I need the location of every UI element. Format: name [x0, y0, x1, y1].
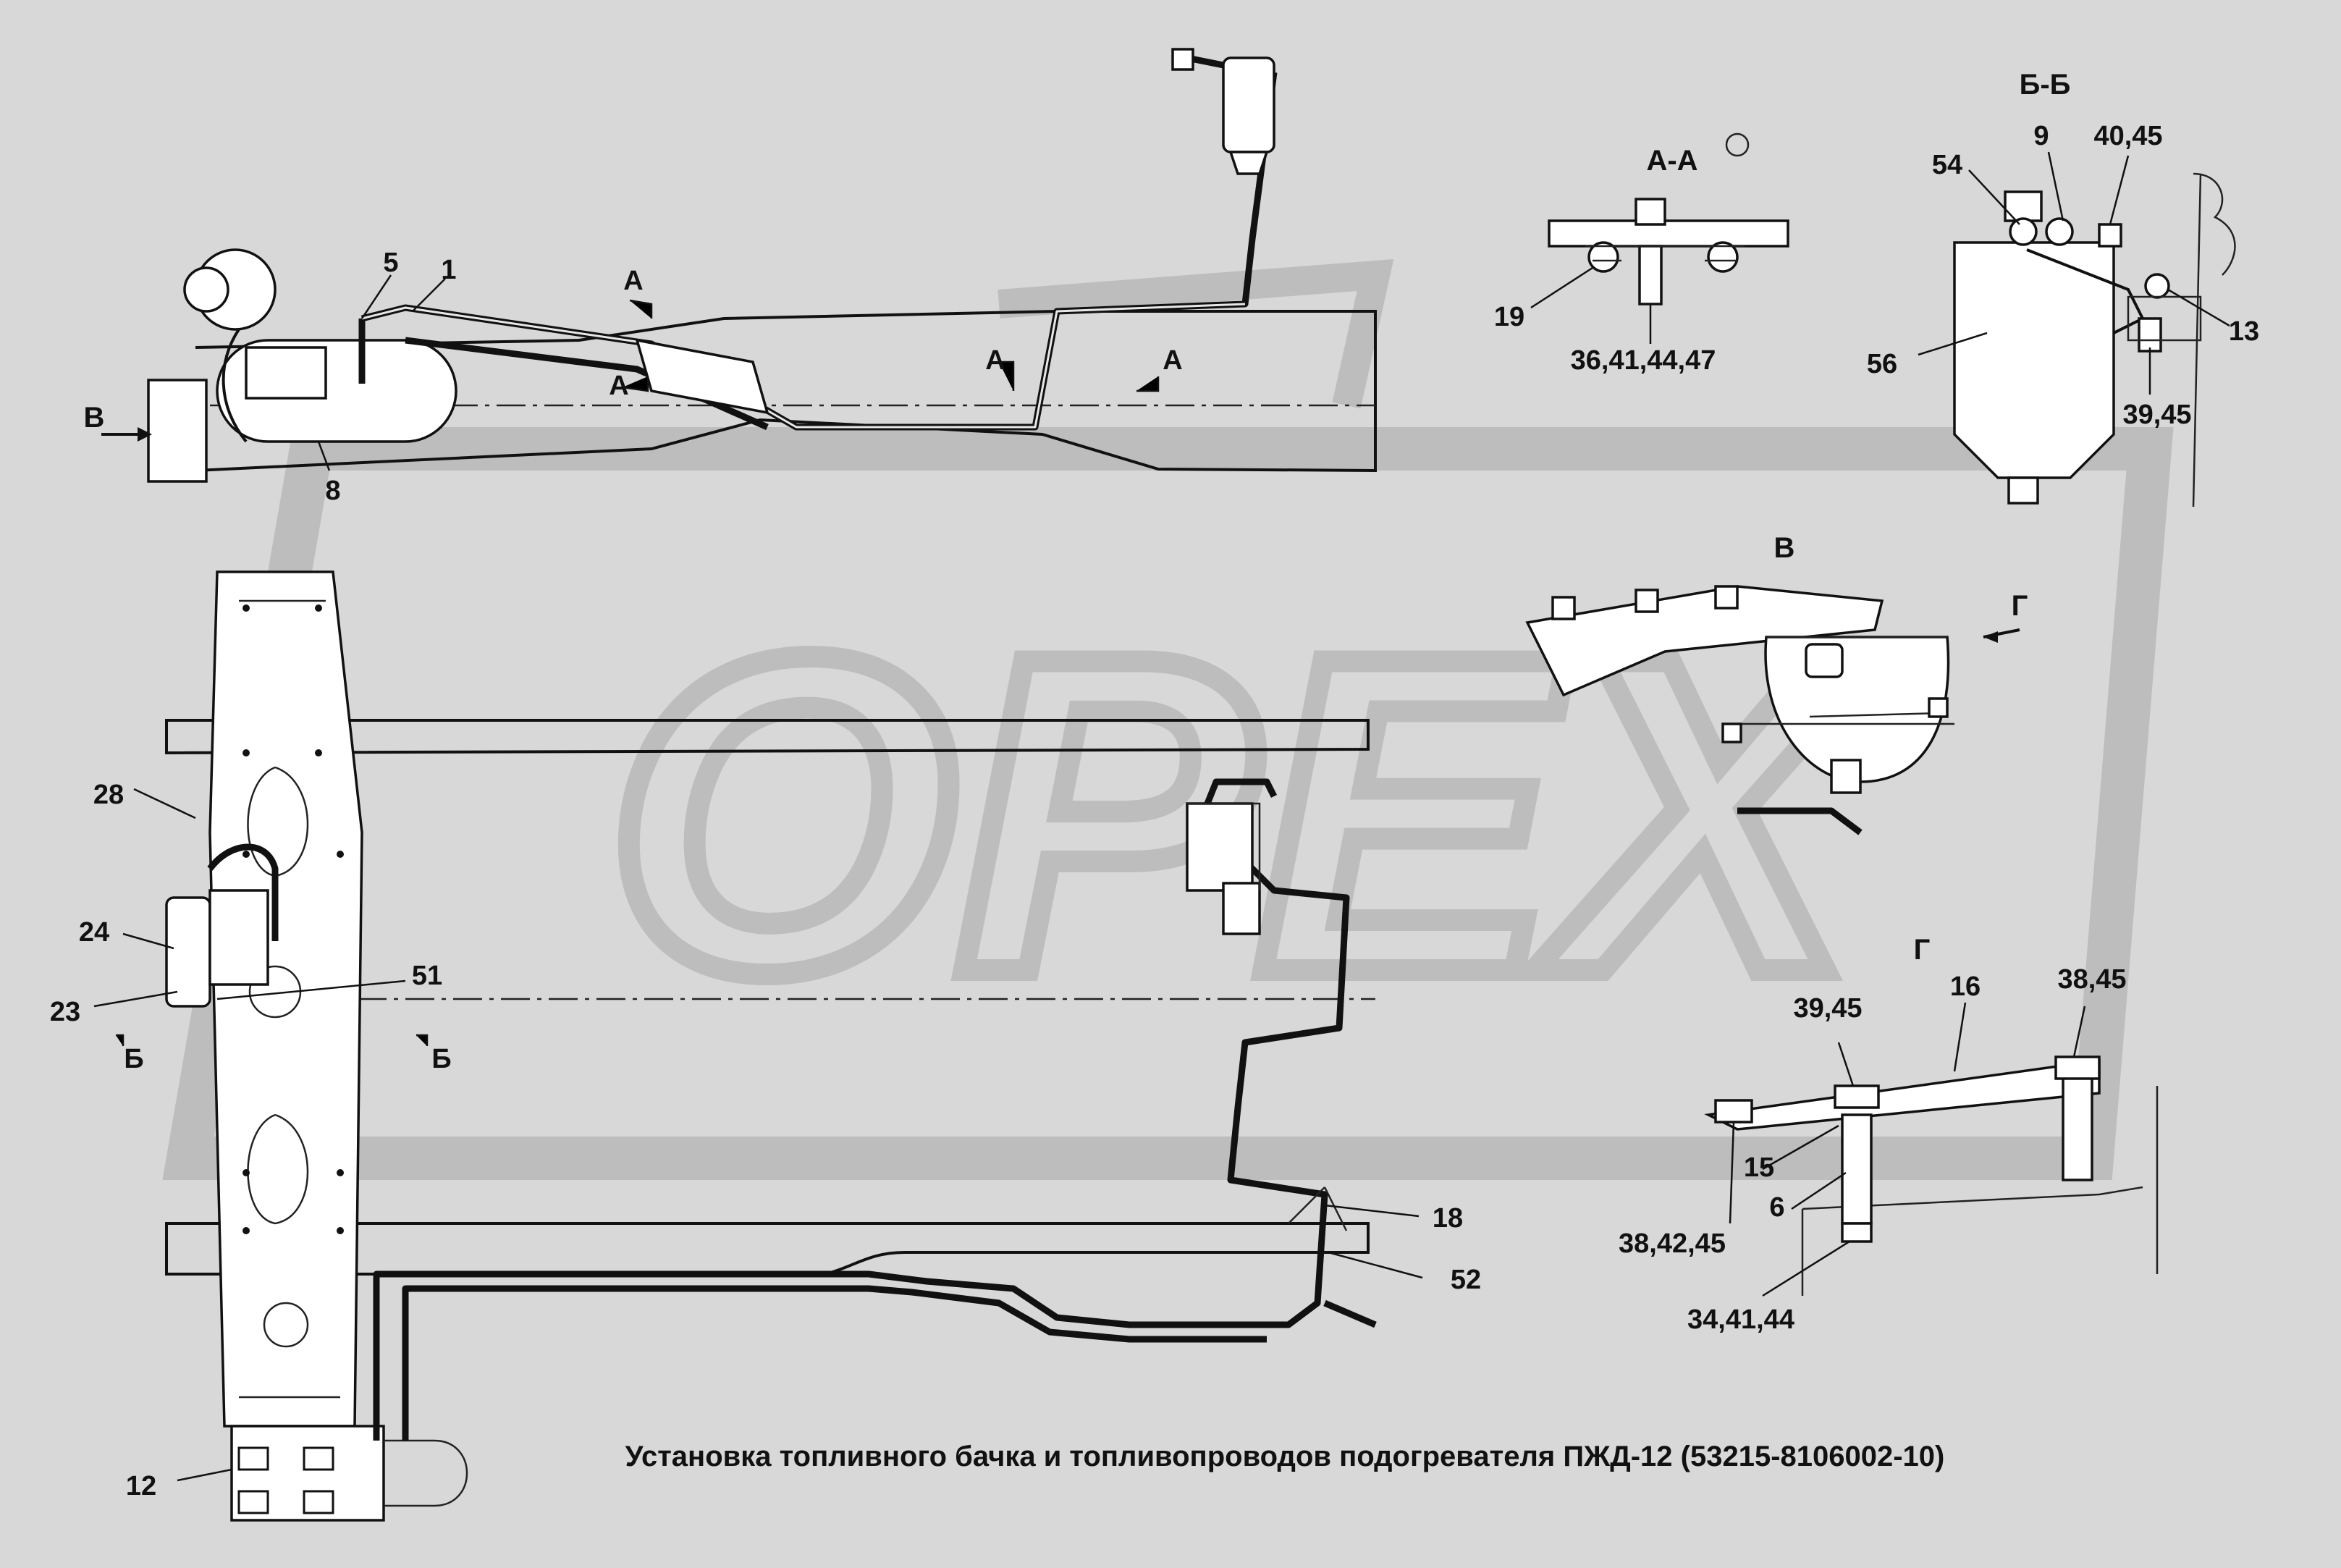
tank-bracket: [245, 346, 327, 400]
view-g: [1704, 1002, 2159, 1297]
callout-18: 18: [1433, 1203, 1463, 1234]
heater-pump: [165, 896, 211, 1008]
callout-19: 19: [1494, 302, 1524, 332]
callout-1: 1: [441, 255, 456, 285]
arrow-label-g: Г: [2012, 590, 2028, 622]
heater-cap: [183, 266, 229, 313]
callout-36-41-44-47: 36,41,44,47: [1571, 345, 1716, 376]
callout-5: 5: [383, 248, 398, 278]
callout-13: 13: [2229, 316, 2259, 347]
cut-label-a: А: [1163, 345, 1182, 376]
cut-label-b: Б: [431, 1044, 451, 1074]
cut-label-a: А: [609, 371, 628, 401]
cut-label-a: А: [985, 345, 1005, 376]
spacer-6: [1841, 1113, 1873, 1225]
view-v-title: В: [1774, 532, 1795, 564]
callout-6: 6: [1769, 1192, 1784, 1223]
arrow-label-v: В: [84, 402, 105, 434]
callout-23: 23: [50, 997, 80, 1027]
callout-39-45-g: 39,45: [1793, 993, 1862, 1024]
filter-housing: [147, 379, 208, 483]
callout-38-42-45: 38,42,45: [1619, 1228, 1726, 1259]
callout-24: 24: [79, 917, 109, 948]
callout-9: 9: [2033, 121, 2049, 151]
cut-label-b: Б: [124, 1044, 143, 1074]
callout-52: 52: [1451, 1265, 1481, 1295]
clamp-plate: [635, 338, 769, 415]
callout-38-45: 38,45: [2057, 964, 2126, 995]
view-v: [1525, 585, 2020, 835]
section-bb-title: Б-Б: [2020, 69, 2071, 101]
section-aa: [1530, 132, 1789, 344]
side-view: [101, 48, 1377, 483]
callout-39-45: 39,45: [2122, 400, 2191, 430]
drawing-title: Установка топливного бачка и топливопров…: [625, 1441, 1945, 1472]
callout-15: 15: [1744, 1152, 1774, 1183]
callout-28: 28: [93, 780, 124, 810]
callout-56: 56: [1867, 349, 1897, 379]
callout-54: 54: [1932, 150, 1962, 180]
plan-view: [93, 570, 1423, 1522]
callout-12: 12: [126, 1471, 156, 1501]
section-bb: [1918, 151, 2236, 507]
tank-56: [1953, 241, 2115, 479]
filter-assembly: [1186, 802, 1254, 892]
fuel-filter: [1222, 56, 1275, 153]
cut-label-a: А: [623, 266, 643, 296]
view-g-title: Г: [1914, 934, 1931, 966]
callout-34-41-44: 34,41,44: [1687, 1304, 1794, 1335]
section-aa-title: А-А: [1646, 145, 1697, 177]
callout-8: 8: [325, 476, 340, 506]
callout-51: 51: [412, 961, 442, 991]
callout-16: 16: [1950, 971, 1981, 1002]
cross-member: [208, 570, 363, 1428]
callout-40-45: 40,45: [2093, 121, 2162, 151]
